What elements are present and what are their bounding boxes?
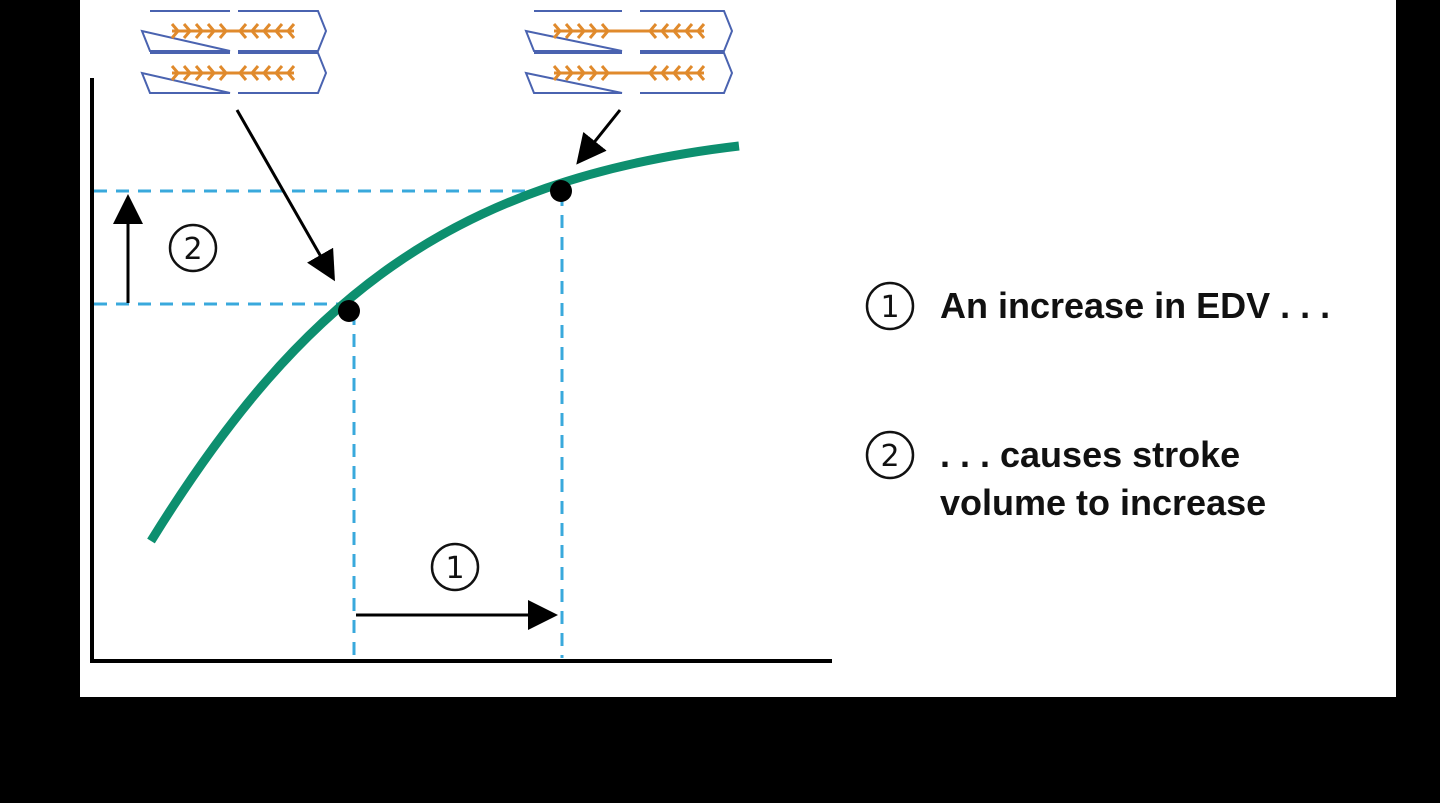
sarcomere-unit bbox=[524, 10, 734, 52]
legend-marker-2-label: 2 bbox=[880, 439, 899, 474]
marker-step-2-graph: 2 bbox=[168, 223, 218, 273]
svg-text:1: 1 bbox=[445, 551, 464, 586]
curve-point-high bbox=[550, 180, 572, 202]
axes bbox=[90, 78, 832, 663]
marker-step-1-graph: 1 bbox=[430, 542, 480, 592]
legend-item-1: 1 An increase in EDV . . . bbox=[865, 281, 1330, 331]
legend-marker-1-label: 1 bbox=[880, 290, 899, 325]
sarcomere-stretched-icon bbox=[524, 10, 734, 94]
sarcomere-short-icon bbox=[140, 10, 328, 94]
svg-text:2: 2 bbox=[183, 232, 202, 267]
legend-step-2-line-1: . . . causes stroke bbox=[940, 434, 1240, 475]
legend-marker-1 bbox=[865, 281, 915, 331]
sarcomere-unit bbox=[140, 52, 328, 94]
legend-marker-2 bbox=[865, 430, 915, 480]
sarcomere-unit bbox=[140, 10, 328, 52]
curve-point-low bbox=[338, 300, 360, 322]
legend-step-1-text: An increase in EDV . . . bbox=[940, 285, 1330, 326]
guide-lines bbox=[94, 189, 564, 658]
legend-step-2-line-2: volume to increase bbox=[940, 482, 1266, 523]
arrow-to-high-point bbox=[576, 109, 622, 165]
starling-curve bbox=[147, 141, 740, 544]
sarcomere-unit bbox=[524, 52, 734, 94]
arrow-to-low-point bbox=[235, 109, 335, 282]
legend-item-2: 2 . . . causes stroke volume to increase bbox=[865, 430, 1266, 523]
legend: 1 An increase in EDV . . . 2 . . . cause… bbox=[865, 281, 1330, 523]
